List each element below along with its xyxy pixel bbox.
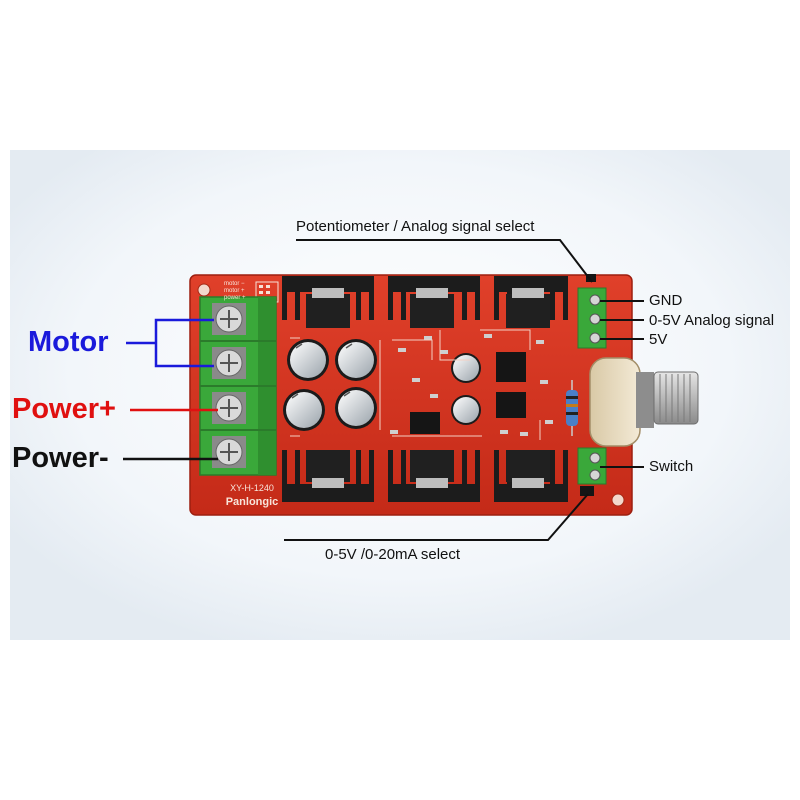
pot-select-leader: [296, 239, 593, 283]
jumper-mode: [580, 486, 594, 496]
silk-motor-plus: motor +: [224, 288, 245, 294]
mode-select-leader: [284, 493, 589, 541]
v5-label: 5V: [649, 331, 668, 348]
ics: [290, 329, 553, 440]
heatsink-bottom: [282, 450, 568, 502]
silk-motor-minus: motor −: [224, 281, 245, 287]
screw-terminals: [199, 296, 277, 476]
pin-header-switch: [577, 447, 607, 485]
gnd-label: GND: [649, 292, 683, 309]
motor-leader: [126, 318, 214, 368]
mosfets-bottom: [306, 450, 550, 488]
pin-header-signal: [577, 287, 607, 349]
silk-power-plus: power +: [224, 295, 246, 301]
switch-label: Switch: [649, 458, 694, 475]
board-brand-text: Panlongic: [226, 496, 279, 508]
potentiometer[interactable]: [589, 357, 699, 447]
power-plus-label: Power+: [12, 393, 116, 425]
leader-lines-left: [123, 318, 218, 461]
analog-label: 0-5V Analog signal: [649, 312, 775, 329]
jumper-pot: [586, 274, 596, 282]
motor-label: Motor: [28, 326, 109, 358]
pot-select-label: Potentiometer / Analog signal select: [296, 218, 535, 235]
power-minus-label: Power-: [12, 442, 109, 474]
board-model-text: XY-H-1240: [230, 483, 274, 493]
mosfets-top: [306, 288, 550, 328]
leader-lines-right: [284, 239, 644, 541]
mode-select-label: 0-5V /0-20mA select: [325, 546, 461, 563]
resistor: [566, 380, 578, 436]
heatsink-top: [282, 276, 568, 320]
capacitors: [283, 339, 481, 431]
